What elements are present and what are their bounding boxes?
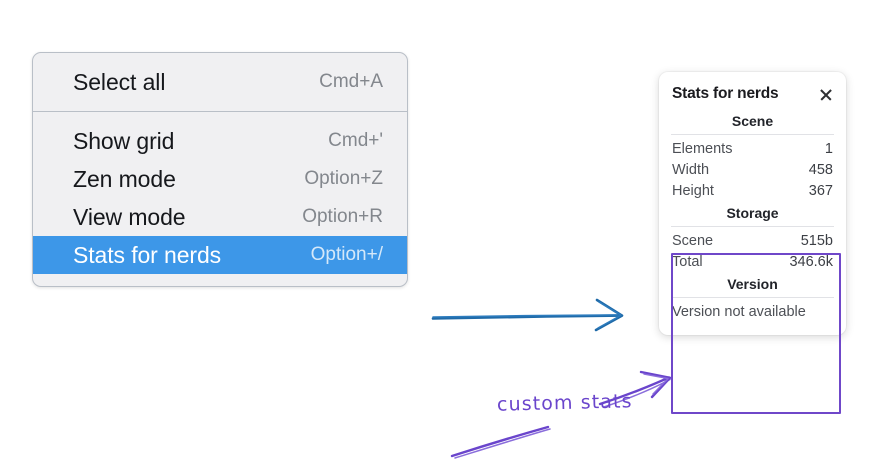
section-rule xyxy=(671,226,834,227)
stat-row-elements: Elements 1 xyxy=(659,138,846,159)
section-title-version: Version xyxy=(727,276,778,292)
stat-key: Width xyxy=(672,161,710,178)
section-title-storage: Storage xyxy=(726,205,779,221)
custom-stats-pointer-arrow xyxy=(598,370,672,408)
menu-item-label: Select all xyxy=(73,68,166,95)
stat-value: 346.6k xyxy=(789,253,833,270)
close-icon[interactable] xyxy=(818,87,833,102)
stat-key: Total xyxy=(672,253,703,270)
menu-item-shortcut: Option+R xyxy=(302,206,383,227)
menu-item-shortcut: Cmd+' xyxy=(328,130,383,151)
stat-value: 458 xyxy=(808,161,833,178)
stat-value: 1 xyxy=(824,140,833,157)
stat-row-height: Height 367 xyxy=(659,180,846,201)
stats-section-scene: Scene Elements 1 Width 458 Height 367 xyxy=(659,109,846,201)
custom-stats-underline xyxy=(450,425,551,459)
custom-stats-group: Storage Scene 515b Total 346.6k Version … xyxy=(659,201,846,323)
stat-row-total-storage: Total 346.6k xyxy=(659,251,846,272)
canvas-context-menu[interactable]: Select all Cmd+A Show grid Cmd+' Zen mod… xyxy=(32,52,408,287)
stat-key: Elements xyxy=(672,140,733,157)
menu-item-stats-for-nerds[interactable]: Stats for nerds Option+/ xyxy=(33,236,407,274)
stat-value: 515b xyxy=(800,232,833,249)
stats-for-nerds-panel[interactable]: Stats for nerds Scene Elements 1 Width 4… xyxy=(659,72,846,414)
menu-item-shortcut: Option+Z xyxy=(304,168,383,189)
menu-to-panel-arrow xyxy=(431,298,624,332)
menu-group-1: Select all Cmd+A xyxy=(33,53,407,111)
section-rule xyxy=(671,134,834,135)
menu-item-show-grid[interactable]: Show grid Cmd+' xyxy=(33,122,407,160)
section-title-scene: Scene xyxy=(731,113,774,129)
menu-item-shortcut: Option+/ xyxy=(310,244,383,265)
menu-item-view-mode[interactable]: View mode Option+R xyxy=(33,198,407,236)
panel-title: Stats for nerds xyxy=(672,85,779,102)
menu-item-label: Stats for nerds xyxy=(73,241,222,268)
menu-group-2: Show grid Cmd+' Zen mode Option+Z View m… xyxy=(33,112,407,286)
menu-item-zen-mode[interactable]: Zen mode Option+Z xyxy=(33,160,407,198)
stats-section-version: Version Version not available xyxy=(659,272,846,323)
custom-stats-annotation-label: custom stats xyxy=(496,390,633,416)
menu-item-select-all[interactable]: Select all Cmd+A xyxy=(33,63,407,101)
menu-item-shortcut: Cmd+A xyxy=(319,71,383,92)
menu-item-label: View mode xyxy=(73,203,186,230)
stat-key: Height xyxy=(672,182,714,199)
version-note: Version not available xyxy=(672,304,806,320)
menu-divider xyxy=(33,111,407,112)
stats-panel-header: Stats for nerds xyxy=(659,82,846,109)
stat-key: Scene xyxy=(672,232,714,249)
menu-item-label: Zen mode xyxy=(73,165,176,192)
section-rule xyxy=(671,297,834,298)
stat-value: 367 xyxy=(808,182,833,199)
stat-row-scene-storage: Scene 515b xyxy=(659,230,846,251)
stat-row-width: Width 458 xyxy=(659,159,846,180)
menu-item-label: Show grid xyxy=(73,127,175,154)
stats-section-storage: Storage Scene 515b Total 346.6k xyxy=(659,201,846,272)
